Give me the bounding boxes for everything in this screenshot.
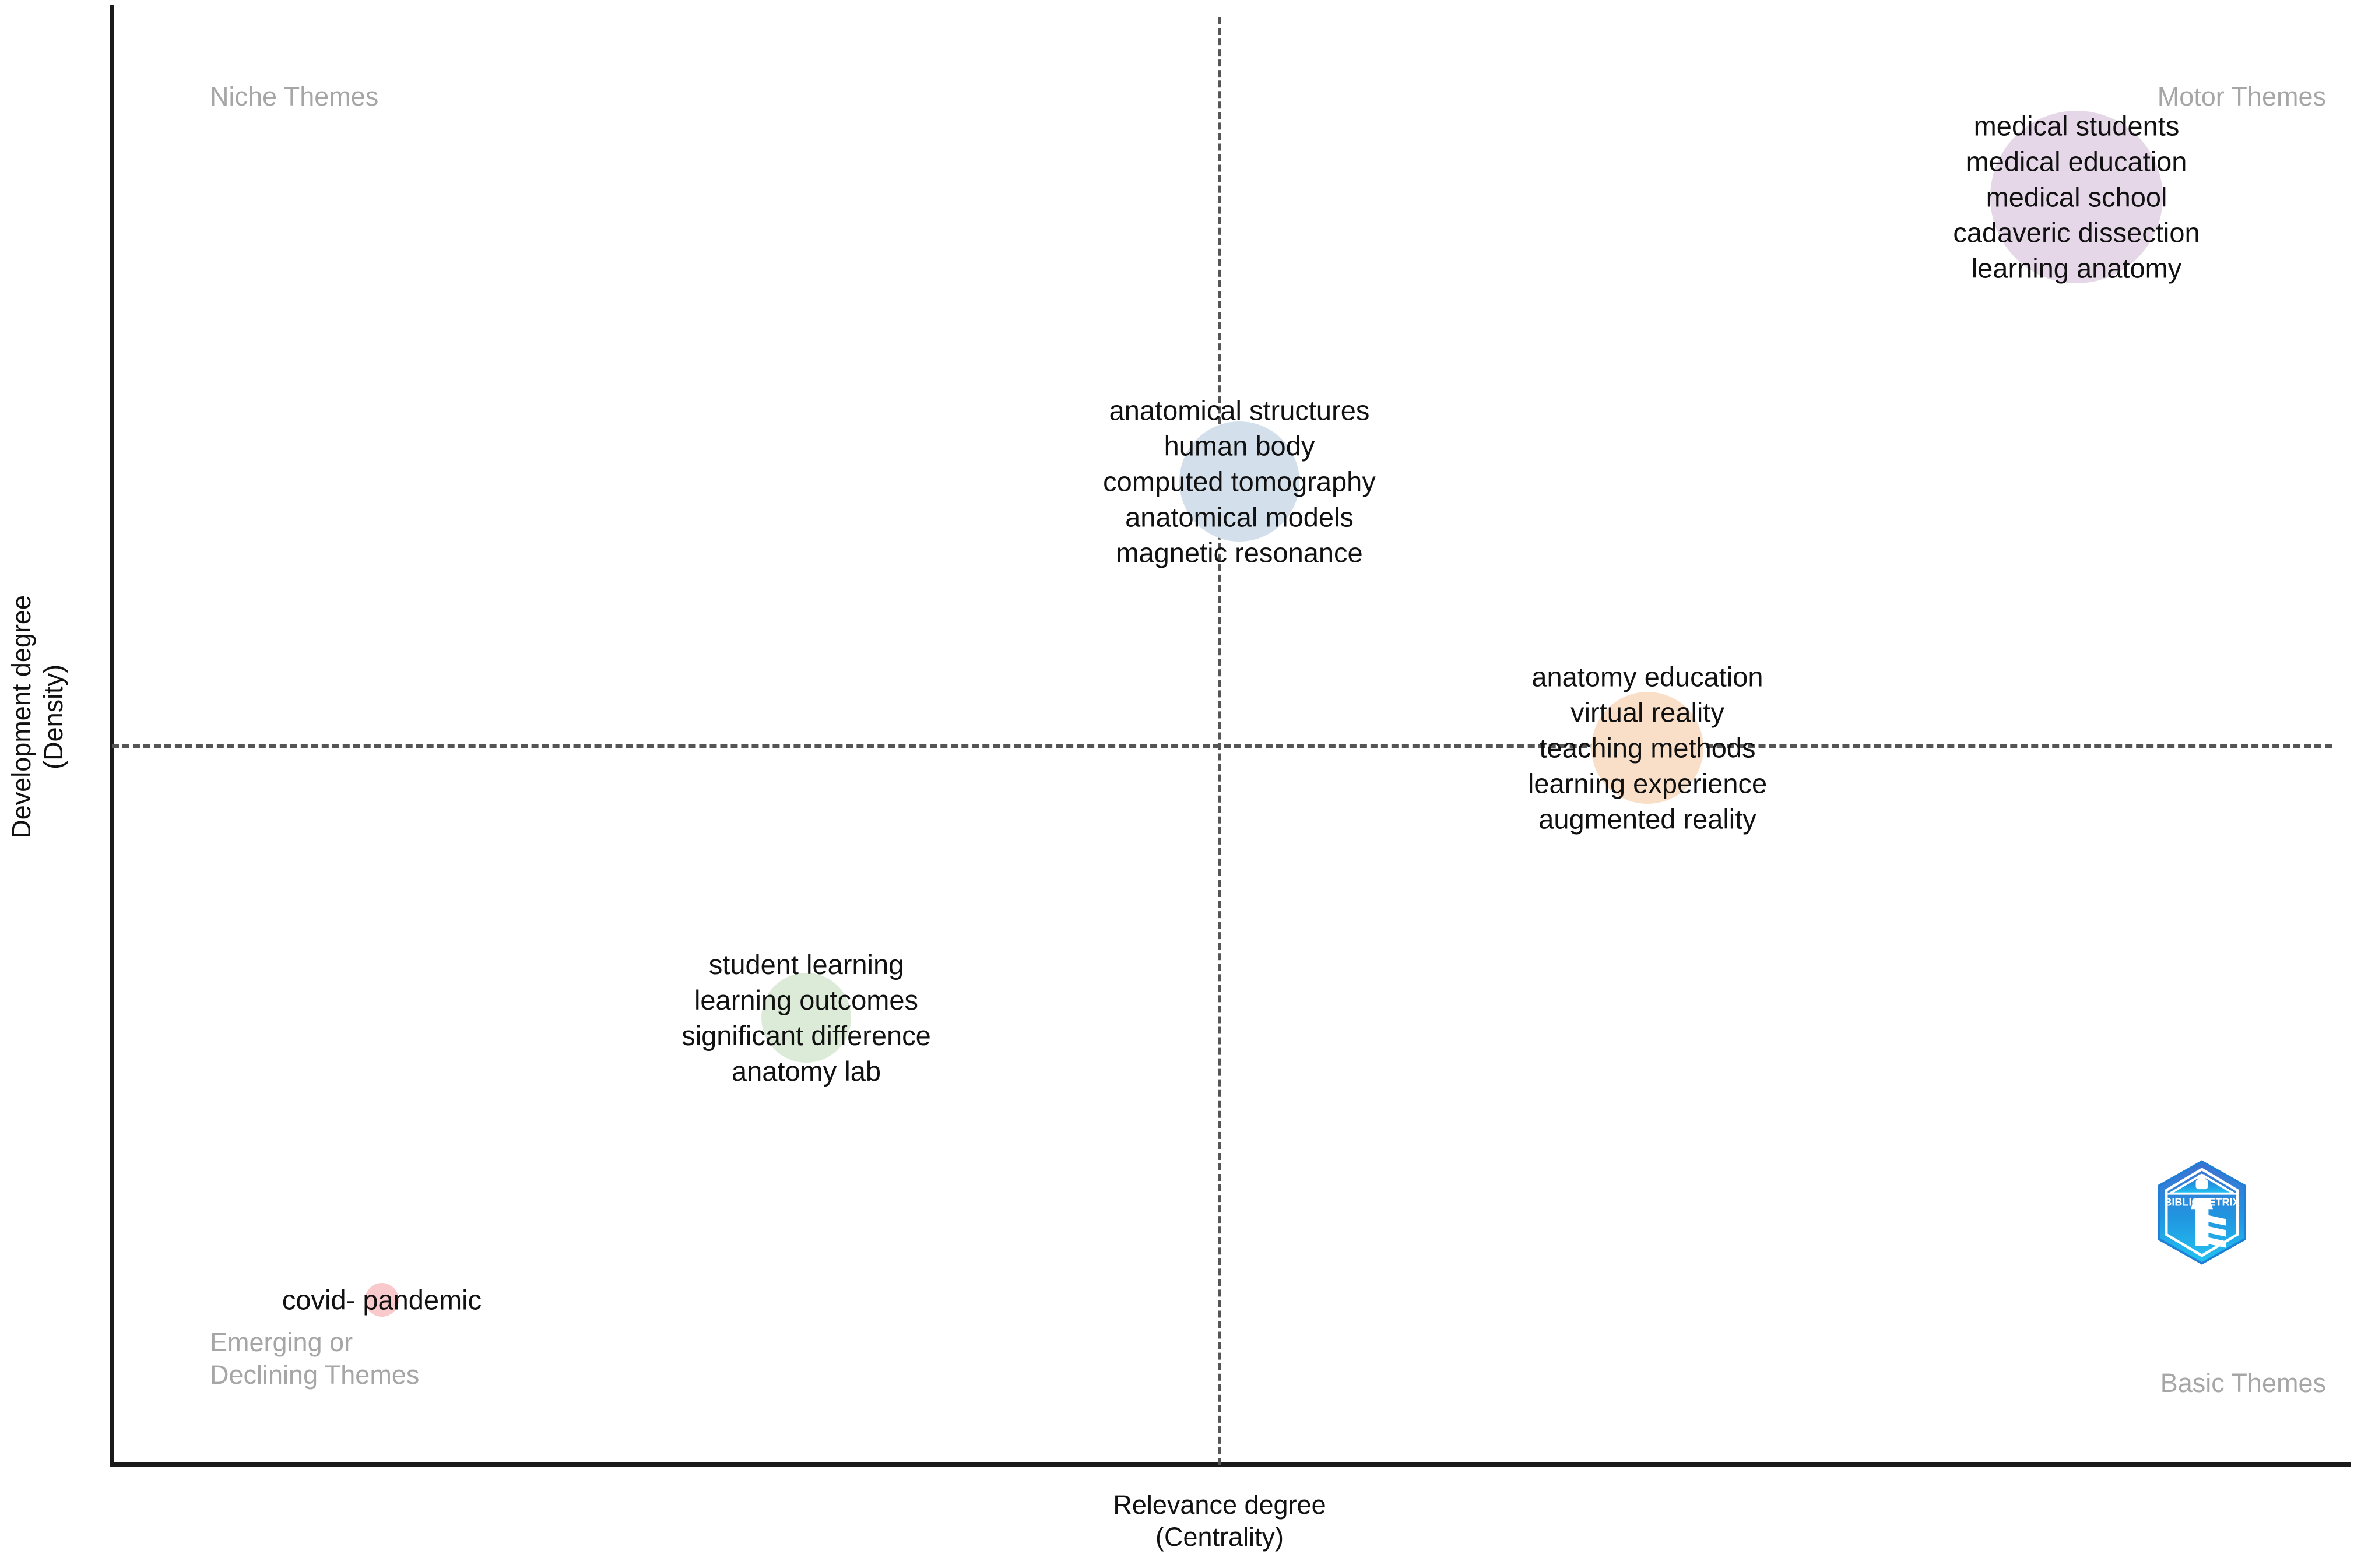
cluster-labels-virtual-anatomy-education: anatomy education virtual reality teaching…: [1528, 659, 1767, 837]
cluster-word[interactable]: human body: [1164, 430, 1315, 462]
cluster-word[interactable]: learning outcomes: [694, 985, 919, 1015]
cluster-word[interactable]: medical school: [1986, 181, 2167, 213]
y-axis-title: Development degree (Density): [6, 595, 68, 839]
cluster-labels-covid-pandemic: covid- pandemic: [282, 1282, 482, 1318]
cluster-word-list: anatomical structures human body computed …: [1103, 393, 1376, 571]
vertical-quadrant-divider: [1218, 17, 1221, 1465]
cluster-word[interactable]: covid- pandemic: [282, 1284, 482, 1316]
cluster-word-list: covid- pandemic: [282, 1282, 482, 1318]
cluster-word[interactable]: virtual reality: [1570, 697, 1724, 728]
quadrant-label-basic-themes: Basic Themes: [2160, 1368, 2326, 1398]
cluster-word[interactable]: significant difference: [681, 1020, 931, 1051]
cluster-word[interactable]: learning experience: [1527, 768, 1768, 799]
cluster-word-list: student learning learning outcomes signifi…: [681, 947, 931, 1089]
cluster-labels-anatomical-imaging: anatomical structures human body computed …: [1103, 393, 1376, 571]
cluster-word[interactable]: magnetic resonance: [1116, 537, 1363, 568]
cluster-word[interactable]: anatomical structures: [1109, 395, 1370, 426]
cluster-word[interactable]: teaching methods: [1539, 732, 1756, 764]
x-axis-line: [110, 1462, 2351, 1467]
cluster-labels-medical-education: medical students medical education medical…: [1953, 108, 2200, 286]
cluster-word[interactable]: medical students: [1973, 110, 2180, 142]
cluster-word[interactable]: learning anatomy: [1971, 252, 2182, 284]
cluster-word[interactable]: anatomy education: [1531, 661, 1763, 692]
cluster-word[interactable]: cadaveric dissection: [1953, 217, 2200, 248]
cluster-word-list: anatomy education virtual reality teaching…: [1528, 659, 1767, 837]
cluster-word[interactable]: augmented reality: [1538, 803, 1756, 835]
cluster-word-list: medical students medical education medical…: [1953, 108, 2200, 286]
quadrant-label-motor-themes: Motor Themes: [2157, 82, 2326, 111]
y-axis-line: [110, 5, 114, 1467]
cluster-word[interactable]: anatomical models: [1125, 501, 1354, 533]
cluster-word[interactable]: medical education: [1966, 146, 2187, 177]
bibliometrix-logo: BIBLIOMETRIX: [2146, 1157, 2257, 1268]
cluster-word[interactable]: student learning: [708, 949, 904, 980]
bibliometrix-wordmark: BIBLIOMETRIX: [2164, 1197, 2239, 1208]
cluster-labels-student-learning-outcomes: student learning learning outcomes signifi…: [681, 947, 931, 1089]
x-axis-title: Relevance degree (Centrality): [1113, 1490, 1326, 1552]
quadrant-label-niche-themes: Niche Themes: [210, 82, 379, 111]
quadrant-label-emerging-themes: Emerging or Declining Themes: [210, 1327, 420, 1390]
horizontal-quadrant-divider: [112, 744, 2332, 748]
cluster-word[interactable]: anatomy lab: [731, 1056, 881, 1087]
cluster-word[interactable]: computed tomography: [1103, 466, 1376, 497]
